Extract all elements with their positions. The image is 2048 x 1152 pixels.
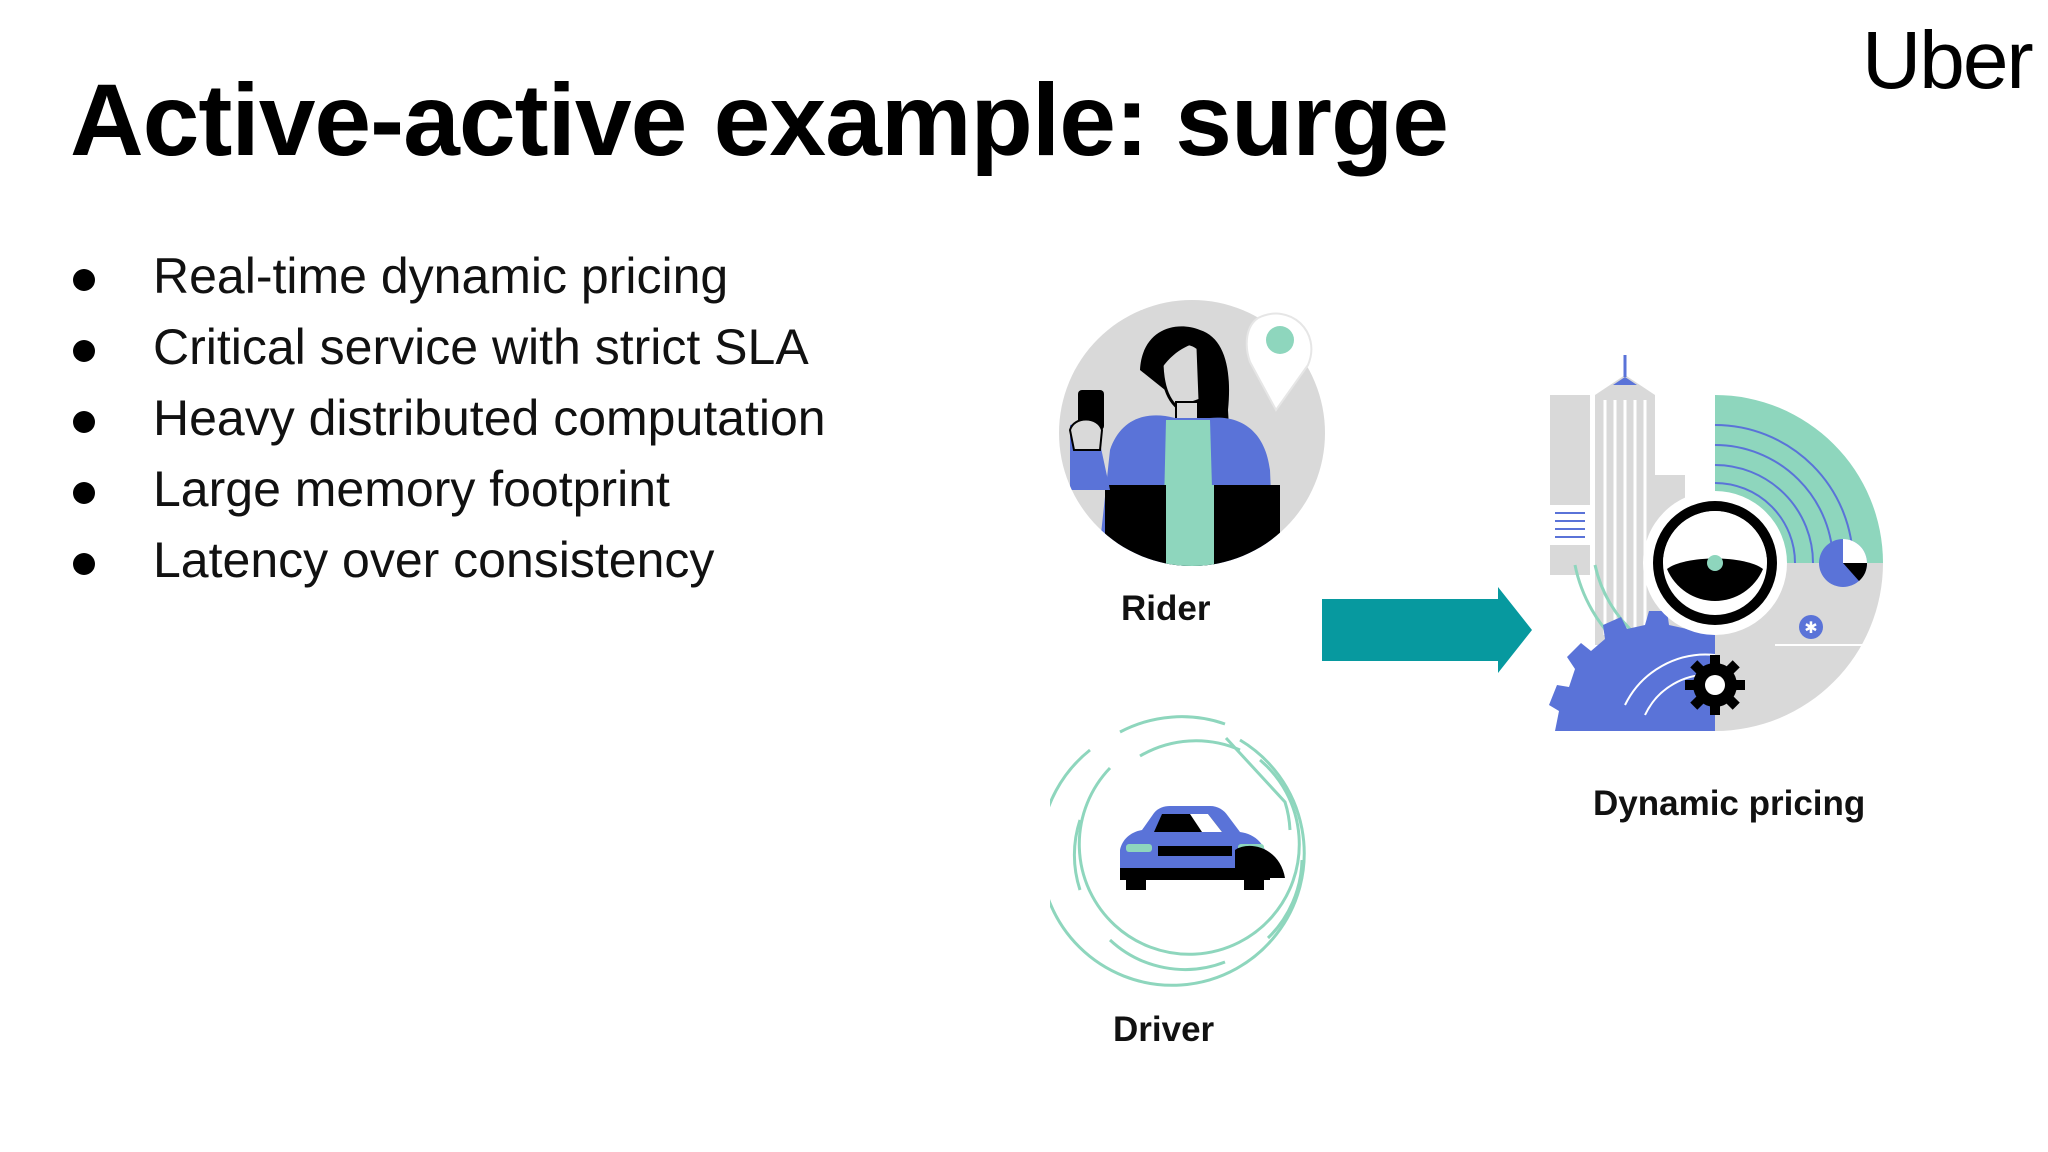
bullet-dot xyxy=(73,553,95,575)
bullet-text: Real-time dynamic pricing xyxy=(153,248,729,304)
driver-label: Driver xyxy=(1113,1010,1215,1049)
bullet-dot xyxy=(73,482,95,504)
uber-logo: Uber xyxy=(1862,15,2034,106)
driver-car-illustration xyxy=(1050,715,1306,987)
steering-wheel-icon xyxy=(1653,501,1777,625)
slide-title: Active-active example: surge xyxy=(70,63,1449,177)
svg-text:✱: ✱ xyxy=(1804,618,1817,637)
bullet-dot xyxy=(73,269,95,291)
arrow-right-icon xyxy=(1322,587,1532,673)
bullet-dot xyxy=(73,411,95,433)
bullet-dot xyxy=(73,340,95,362)
rider-label: Rider xyxy=(1121,589,1211,628)
bullet-text: Large memory footprint xyxy=(153,461,670,517)
dynamic-pricing-label: Dynamic pricing xyxy=(1593,784,1866,823)
bullet-text: Critical service with strict SLA xyxy=(153,319,809,375)
bullet-text: Latency over consistency xyxy=(153,532,715,588)
gear-icon xyxy=(1685,655,1745,715)
location-pin-icon xyxy=(1245,312,1313,412)
rider-illustration xyxy=(1059,300,1325,566)
pie-chart-icon xyxy=(1819,539,1868,587)
bullet-text: Heavy distributed computation xyxy=(153,390,826,446)
car-icon xyxy=(1120,806,1285,890)
dynamic-pricing-illustration: ✱ xyxy=(1549,355,1890,731)
